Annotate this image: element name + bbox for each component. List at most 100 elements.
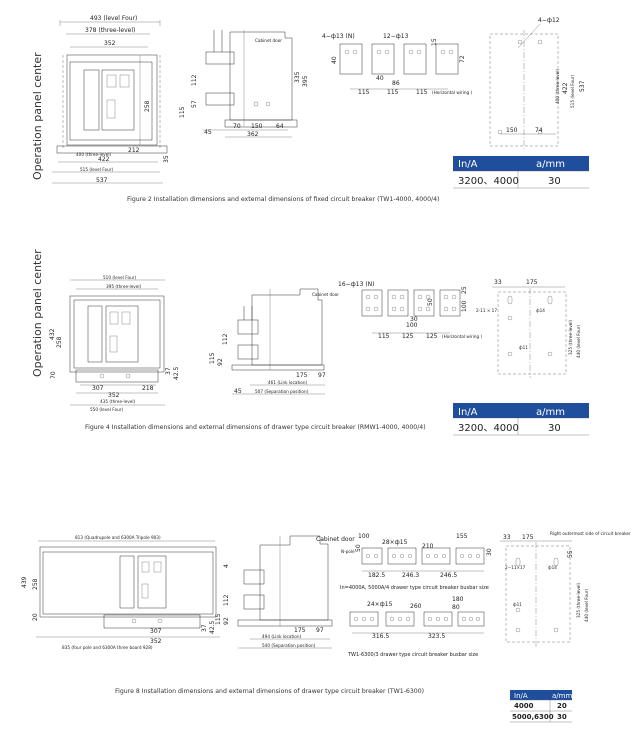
fig2-dim-537: 537 xyxy=(96,177,108,184)
fig2-dim-212: 212 xyxy=(128,147,140,154)
fig4-dim-461: 461 (Link location) xyxy=(268,380,307,385)
fig4-dim-115: 115 xyxy=(209,352,216,364)
fig8-holes-24: 24×ф15 xyxy=(367,601,393,608)
fig4-dim-325: 325 (three-level) xyxy=(568,319,573,355)
fig2-dim-112: 112 xyxy=(191,74,198,86)
fig2-dim-400: 400 (three-level) xyxy=(76,152,112,157)
fig4-mounting-view: 33 175 2-11 × 17 ф14 ф11 325 (three-leve… xyxy=(476,279,581,378)
fig4-holes-16: 16−ф13 (N) xyxy=(338,281,375,288)
fig4-dim-550: 550 (level Four) xyxy=(90,407,123,412)
fig2-dim-40a: 40 xyxy=(331,56,338,64)
fig4-dim-45: 45 xyxy=(234,388,242,395)
fig8-dim-210: 210 xyxy=(422,543,434,550)
fig2-dim-115: 115 xyxy=(179,106,186,118)
fig2-dim-515: 515 (level Four) xyxy=(80,167,113,172)
fig8-right-note: Right outermost side of circuit breaker xyxy=(550,531,631,536)
fig8-side-view: 4 37 42.5 112 115 92 175 97 494 (Link lo… xyxy=(201,535,355,649)
fig2-dim-422: 422 xyxy=(98,156,110,163)
fig8-holes-28: 28×ф15 xyxy=(382,539,408,546)
fig2-dim-258: 258 xyxy=(144,100,151,112)
fig4-dim-440: 440 (level Four) xyxy=(576,325,581,358)
fig4-table-header-amm: a/mm xyxy=(536,407,565,418)
fig8-dim-813: 813 (Quadrupole and 6300A Tripole 903) xyxy=(75,535,161,540)
fig2-dim-74: 74 xyxy=(535,127,543,134)
fig8-dim-2463: 246.3 xyxy=(402,572,419,579)
fig8-dim-100: 100 xyxy=(358,533,370,540)
fig8-cabinet-door: Cabinet door xyxy=(316,536,355,543)
fig4-dim-70: 70 xyxy=(50,371,57,379)
fig8-dim-80: 80 xyxy=(452,604,460,611)
fig2-dim-64: 64 xyxy=(276,123,284,130)
fig8-dim-30: 30 xyxy=(486,548,493,556)
fig8-dim-92: 92 xyxy=(223,617,230,625)
fig8-dim-325: 325 (three-level) xyxy=(576,582,581,618)
fig8-dim-835: 835 (four pole and 6300A three board 928… xyxy=(62,645,153,650)
fig2-dim-395: 395 xyxy=(302,75,309,87)
fig4-dim-115a: 115 xyxy=(378,333,390,340)
fig4-dim-352: 352 xyxy=(108,392,120,399)
fig4-dim-175b: 175 xyxy=(526,279,538,286)
fig8-table-cell-r2-ina: 5000,6300 xyxy=(512,713,554,721)
fig2-dim-422b: 422 xyxy=(562,82,569,94)
fig4-dim-33: 33 xyxy=(494,279,502,286)
fig2-dim-150: 150 xyxy=(251,123,263,130)
fig2-horiz-wiring: (Horizontal wiring ) xyxy=(432,90,472,95)
fig4-table-cell-amm: 30 xyxy=(548,423,561,434)
fig2-dim-150b: 150 xyxy=(506,127,518,134)
fig2-table-header-amm: a/mm xyxy=(536,159,565,170)
fig4-dim-92: 92 xyxy=(217,358,224,366)
fig4-dim-25: 25 xyxy=(461,286,468,294)
fig8-dim-258: 258 xyxy=(32,578,39,590)
fig4-dim-435: 435 (three-level) xyxy=(100,399,136,404)
fig8-slot: 2−11×17 xyxy=(505,565,526,570)
fig2-dim-352: 352 xyxy=(104,40,116,47)
fig8-n-pole: N-pole xyxy=(341,549,355,554)
fig8-dim-352: 352 xyxy=(150,638,162,645)
fig8-dim-55: 55 xyxy=(567,550,574,558)
fig2-dim-40b: 40 xyxy=(376,75,384,82)
fig4-horiz-wiring: (Horizontal wiring ) xyxy=(442,334,482,339)
fig4-busbar-view: 16−ф13 (N) 25 50 100 30 100 115 125 125 … xyxy=(338,281,482,340)
fig4-dim-218: 218 xyxy=(142,385,154,392)
fig8-dim-180: 180 xyxy=(452,596,464,603)
fig4-table-cell-ina: 3200、4000 xyxy=(458,423,519,434)
fig2-dim-86: 86 xyxy=(392,80,400,87)
fig2-busbar-view: 4−ф13 (N) 12−ф13 40 40 86 15 72 115 115 … xyxy=(322,33,472,96)
fig4-dim-510: 510 (level Four) xyxy=(103,275,136,280)
fig8-table: In/A a/mm 4000 20 5000,6300 30 xyxy=(510,690,572,723)
fig2-caption: Figure 2 Installation dimensions and ext… xyxy=(127,196,439,203)
fig8-table-header-amm: a/mm xyxy=(552,692,572,700)
fig4-table-header-ina: In/A xyxy=(458,407,478,418)
figure-2: Operation panel center 493 (level Four) … xyxy=(31,15,589,203)
fig4-dim-37: 37 xyxy=(165,367,172,375)
fig8-dim-112: 112 xyxy=(223,594,230,606)
fig8-dim-175: 175 xyxy=(294,627,306,634)
fig2-holes-n: 4−ф13 (N) xyxy=(322,33,355,40)
fig8-dim-3235: 323.5 xyxy=(428,633,445,640)
fig8-dim-50: 50 xyxy=(355,544,362,552)
fig4-dim-258: 258 xyxy=(56,336,63,348)
fig8-busbar-view: N-pole 100 50 28×ф15 210 155 30 182.5 24… xyxy=(340,533,493,658)
fig2-dim-115a: 115 xyxy=(358,89,370,96)
fig4-dim-175: 175 xyxy=(296,372,308,379)
fig8-dim-20: 20 xyxy=(32,613,39,621)
fig8-table-cell-r1-ina: 4000 xyxy=(514,702,534,710)
fig8-dim-494: 494 (Link location) xyxy=(262,634,301,639)
fig8-dim-1825: 182.5 xyxy=(368,572,385,579)
fig8-dim-115: 115 xyxy=(215,613,222,625)
fig4-slot: 2-11 × 17 xyxy=(476,308,497,313)
fig4-dim-307: 307 xyxy=(92,385,104,392)
fig8-busbar-note-2: TW1-6300/3 drawer type circuit breaker b… xyxy=(347,652,478,658)
fig4-dim-395: 395 (three-level) xyxy=(106,284,142,289)
fig2-front-view: 493 (level Four) 378 (three-level) 352 2… xyxy=(52,15,170,184)
fig8-dim-425: 42.5 xyxy=(209,620,216,634)
fig8-busbar-note-1: In=4000A, 5000A/4 drawer type circuit br… xyxy=(340,585,489,591)
fig2-table-cell-amm: 30 xyxy=(548,176,561,187)
fig8-dim-175b: 175 xyxy=(522,534,534,541)
fig2-dim-70: 70 xyxy=(233,123,241,130)
fig2-dim-335: 335 xyxy=(294,71,301,83)
fig2-table-header-ina: In/A xyxy=(458,159,478,170)
fig8-front-view: 813 (Quadrupole and 6300A Tripole 903) 4… xyxy=(21,535,220,650)
fig2-dim-493: 493 (level Four) xyxy=(90,15,137,22)
